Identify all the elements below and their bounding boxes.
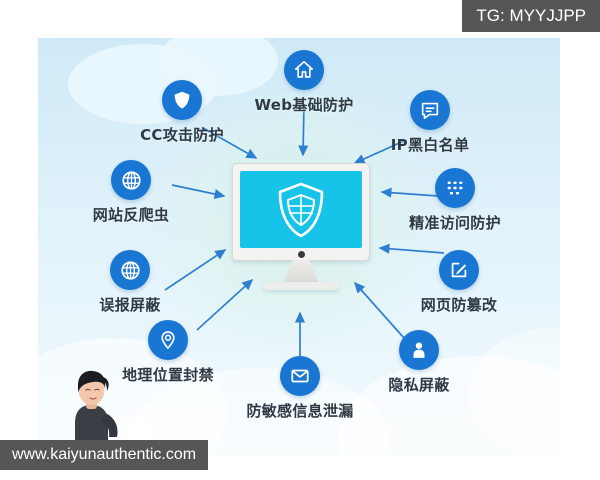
- node-false-positive-masking[interactable]: 误报屏蔽: [55, 250, 205, 315]
- monitor-screen: [240, 171, 362, 248]
- node-geo-blocking[interactable]: 地理位置封禁: [93, 320, 243, 385]
- center-monitor: [232, 163, 370, 298]
- grid-list-icon: [435, 168, 475, 208]
- monitor-camera-dot: [297, 251, 305, 258]
- node-sensitive-info-leak-prevention[interactable]: 防敏感信息泄漏: [225, 356, 375, 421]
- watermark-url: www.kaiyunauthentic.com: [0, 440, 209, 470]
- shield-icon: [162, 80, 202, 120]
- shield-icon: [278, 182, 324, 237]
- node-precise-access-control[interactable]: 精准访问防护: [380, 168, 530, 233]
- globe-icon: [111, 160, 151, 200]
- location-pin-icon: [148, 320, 188, 360]
- watermark-telegram: TG: MYYJJPP: [462, 0, 600, 32]
- globe-icon: [110, 250, 150, 290]
- node-label: IP黑白名单: [390, 136, 470, 154]
- monitor-frame: [232, 163, 370, 261]
- node-label: CC攻击防护: [140, 126, 224, 144]
- monitor-stand-neck: [284, 260, 318, 282]
- node-label: 隐私屏蔽: [388, 376, 450, 394]
- node-web-tamper-proof[interactable]: 网页防篡改: [384, 250, 534, 315]
- chat-bubble-icon: [410, 90, 450, 130]
- node-label: 精准访问防护: [409, 214, 501, 232]
- monitor-stand-base: [263, 282, 339, 290]
- node-label: 地理位置封禁: [122, 366, 214, 384]
- node-anti-crawler[interactable]: 网站反爬虫: [56, 160, 206, 225]
- node-cc-attack-protection[interactable]: CC攻击防护: [107, 80, 257, 145]
- node-label: 网页防篡改: [420, 296, 498, 314]
- user-icon: [399, 330, 439, 370]
- node-label: 网站反爬虫: [92, 206, 170, 224]
- node-web-basic-protection[interactable]: Web基础防护: [229, 50, 379, 115]
- envelope-icon: [280, 356, 320, 396]
- home-icon: [284, 50, 324, 90]
- node-label: 防敏感信息泄漏: [246, 402, 354, 420]
- edit-square-icon: [439, 250, 479, 290]
- node-privacy-masking[interactable]: 隐私屏蔽: [344, 330, 494, 395]
- node-label: 误报屏蔽: [99, 296, 161, 314]
- node-label: Web基础防护: [254, 96, 354, 114]
- node-ip-blacklist-whitelist[interactable]: IP黑白名单: [355, 90, 505, 155]
